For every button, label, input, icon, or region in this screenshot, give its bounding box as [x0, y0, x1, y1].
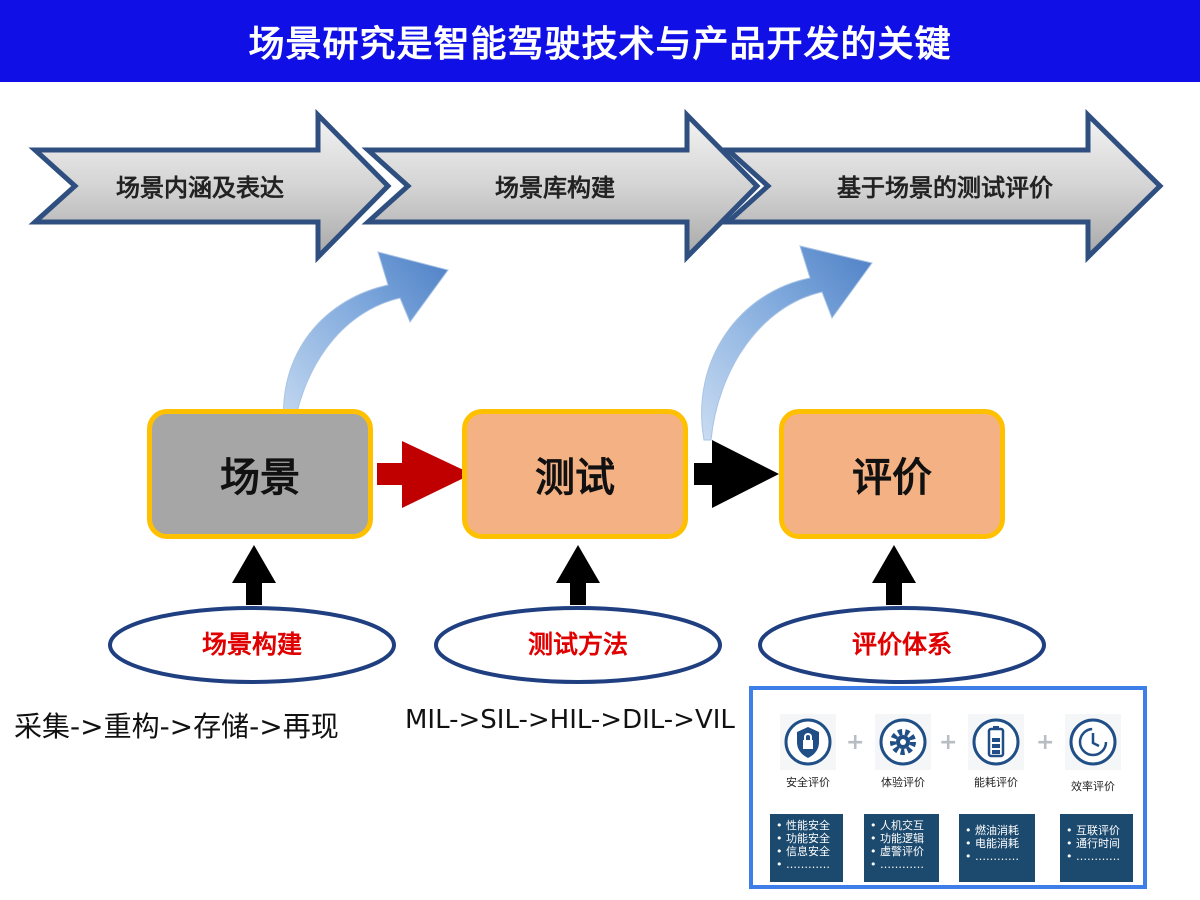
ellipse-eval-system [758, 606, 1046, 684]
detail-box-safety: • 性能安全 • 功能安全 • 信息安全 • ………… [770, 814, 843, 882]
ellipse-label-test-method: 测试方法 [527, 630, 628, 659]
test-method-text: MIL->SIL->HIL->DIL->VIL [405, 705, 735, 735]
list-item: • 电能消耗 [965, 837, 1019, 850]
chevron-arrow-3 [721, 109, 1164, 263]
title-bar: 场景研究是智能驾驶技术与产品开发的关键 [0, 0, 1200, 82]
plus-sign: + [846, 730, 865, 755]
curved-arrow-1 [283, 251, 449, 441]
detail-box-energy: • 燃油消耗 • 电能消耗 • ………… [959, 814, 1035, 882]
detail-box-efficiency: • 互联评价 • 通行时间 • ………… [1060, 814, 1133, 882]
list-item: • ………… [870, 858, 924, 871]
up-arrow-3 [872, 545, 916, 605]
chevron-arrow-2 [361, 108, 761, 264]
plus-sign: + [939, 730, 958, 755]
list-item: • 功能安全 [776, 832, 830, 845]
ellipse-label-scene-build: 场景构建 [201, 630, 302, 659]
box-test: 测试 [462, 409, 688, 539]
category-label-energy: 能耗评价 [974, 776, 1018, 789]
list-item: • 人机交互 [870, 819, 924, 832]
chevron-label-2: 场景库构建 [495, 174, 615, 202]
battery-icon [968, 714, 1024, 770]
list-item: • 信息安全 [776, 845, 830, 858]
list-item: • 功能逻辑 [870, 832, 924, 845]
list-item: • ………… [1066, 850, 1120, 863]
red-arrow [377, 441, 472, 508]
plus-sign: + [1036, 730, 1055, 755]
list-item: • 互联评价 [1066, 824, 1120, 837]
list-item: • 虚警评价 [870, 845, 924, 858]
category-label-efficiency: 效率评价 [1071, 780, 1115, 793]
list-item: • 通行时间 [1066, 837, 1120, 850]
black-arrow [694, 440, 779, 508]
gear-icon [875, 714, 931, 770]
ellipse-test-method [434, 606, 722, 684]
page-title: 场景研究是智能驾驶技术与产品开发的关键 [248, 24, 952, 65]
scene-pipeline-text: 采集->重构->存储->再现 [14, 710, 339, 743]
box-evaluation: 评价 [779, 409, 1005, 539]
list-item: • 燃油消耗 [965, 824, 1019, 837]
list-item: • 性能安全 [776, 819, 830, 832]
ellipse-label-eval-system: 评价体系 [851, 630, 952, 659]
box-scene: 场景 [147, 409, 373, 539]
ellipse-scene-build [108, 606, 396, 684]
list-item: • ………… [776, 858, 830, 871]
category-label-safety: 安全评价 [786, 776, 830, 789]
up-arrow-1 [232, 545, 276, 605]
chevron-label-1: 场景内涵及表达 [116, 174, 284, 202]
chevron-label-3: 基于场景的测试评价 [837, 174, 1053, 202]
clock-icon [1065, 714, 1121, 770]
lock-shield-icon [780, 714, 836, 770]
curved-arrow-2 [701, 245, 873, 441]
up-arrow-2 [556, 545, 600, 605]
category-label-experience: 体验评价 [881, 776, 925, 789]
detail-box-experience: • 人机交互 • 功能逻辑 • 虚警评价 • ………… [864, 814, 939, 882]
list-item: • ………… [965, 850, 1019, 863]
evaluation-panel: 安全评价 + 体验评价 + 能耗评价 + 效率评价 • 性能安全 • [749, 686, 1147, 889]
chevron-arrow-1 [28, 108, 392, 264]
